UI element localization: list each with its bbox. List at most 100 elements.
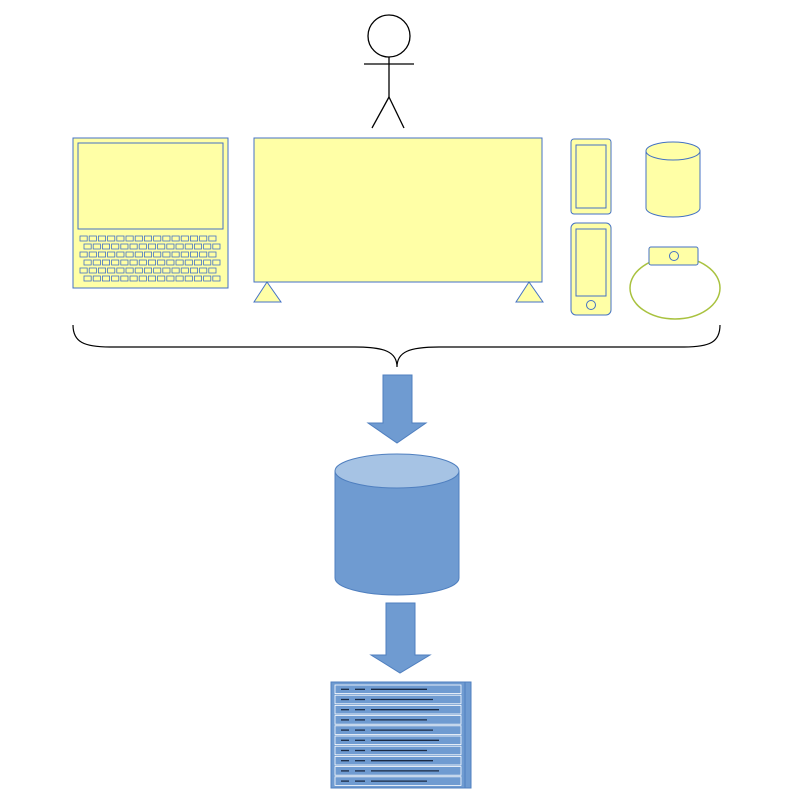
keyboard-key bbox=[92, 275, 101, 282]
keyboard-key bbox=[180, 251, 189, 258]
keyboard-key bbox=[175, 259, 184, 266]
keyboard-key bbox=[171, 251, 180, 258]
server-rack-units bbox=[334, 684, 462, 786]
curly-brace-icon bbox=[72, 324, 721, 368]
keyboard-key bbox=[180, 267, 189, 274]
keyboard-key bbox=[83, 275, 92, 282]
keyboard-key bbox=[111, 243, 120, 250]
keyboard-key bbox=[175, 275, 184, 282]
keyboard-key bbox=[129, 275, 138, 282]
keyboard-key bbox=[120, 275, 129, 282]
keyboard-key bbox=[125, 251, 134, 258]
keyboard-key bbox=[208, 251, 217, 258]
down-arrow-icon bbox=[369, 602, 432, 674]
smartphone-icon bbox=[570, 222, 612, 316]
keyboard-key bbox=[208, 235, 217, 242]
keyboard-key bbox=[147, 275, 156, 282]
keyboard-key bbox=[102, 259, 111, 266]
keyboard-key bbox=[125, 235, 134, 242]
keyboard-key bbox=[111, 275, 120, 282]
keyboard-key bbox=[138, 275, 147, 282]
database-cylinder-icon bbox=[334, 453, 460, 596]
keyboard-key bbox=[134, 235, 143, 242]
keyboard-key bbox=[107, 267, 116, 274]
keyboard-key bbox=[212, 243, 221, 250]
smartwatch-icon bbox=[629, 246, 721, 320]
keyboard-key bbox=[143, 251, 152, 258]
stick-figure-icon bbox=[364, 14, 414, 129]
keyboard-key bbox=[166, 259, 175, 266]
keyboard-key bbox=[134, 267, 143, 274]
keyboard-key bbox=[143, 267, 152, 274]
keyboard-key bbox=[147, 259, 156, 266]
keyboard-key bbox=[153, 235, 162, 242]
keyboard-key bbox=[199, 267, 208, 274]
keyboard-key bbox=[157, 243, 166, 250]
keyboard-key bbox=[208, 267, 217, 274]
keyboard-key bbox=[129, 243, 138, 250]
keyboard-key bbox=[162, 235, 171, 242]
keyboard-key bbox=[138, 259, 147, 266]
keyboard-key bbox=[212, 259, 221, 266]
keyboard-key bbox=[180, 235, 189, 242]
keyboard-key bbox=[184, 275, 193, 282]
keyboard-key bbox=[116, 251, 125, 258]
keyboard-key bbox=[166, 243, 175, 250]
keyboard-key bbox=[88, 235, 97, 242]
keyboard-key bbox=[88, 251, 97, 258]
keyboard-key bbox=[171, 235, 180, 242]
keyboard-key bbox=[107, 251, 116, 258]
keyboard-key bbox=[199, 251, 208, 258]
keyboard-key bbox=[107, 235, 116, 242]
keyboard-key bbox=[171, 267, 180, 274]
keyboard-key bbox=[162, 267, 171, 274]
keyboard-key bbox=[120, 243, 129, 250]
smart-speaker-icon bbox=[645, 141, 701, 218]
keyboard-key bbox=[193, 243, 202, 250]
keyboard-key bbox=[193, 259, 202, 266]
laptop-keyboard bbox=[79, 235, 221, 282]
keyboard-key bbox=[189, 267, 198, 274]
tablet-icon bbox=[570, 138, 612, 215]
keyboard-key bbox=[153, 251, 162, 258]
keyboard-key bbox=[116, 267, 125, 274]
keyboard-key bbox=[129, 259, 138, 266]
keyboard-key bbox=[138, 243, 147, 250]
keyboard-key bbox=[116, 235, 125, 242]
keyboard-key bbox=[79, 267, 88, 274]
keyboard-key bbox=[102, 243, 111, 250]
keyboard-key bbox=[134, 251, 143, 258]
keyboard-key bbox=[111, 259, 120, 266]
keyboard-key bbox=[83, 259, 92, 266]
keyboard-key bbox=[98, 251, 107, 258]
keyboard-key bbox=[203, 275, 212, 282]
keyboard-key bbox=[193, 275, 202, 282]
keyboard-key bbox=[157, 275, 166, 282]
keyboard-key bbox=[79, 235, 88, 242]
keyboard-key bbox=[212, 275, 221, 282]
keyboard-key bbox=[88, 267, 97, 274]
keyboard-key bbox=[143, 235, 152, 242]
keyboard-key bbox=[147, 243, 156, 250]
keyboard-key bbox=[92, 243, 101, 250]
keyboard-key bbox=[166, 275, 175, 282]
keyboard-key bbox=[162, 251, 171, 258]
keyboard-key bbox=[120, 259, 129, 266]
keyboard-key bbox=[184, 243, 193, 250]
keyboard-key bbox=[189, 251, 198, 258]
keyboard-key bbox=[184, 259, 193, 266]
keyboard-key bbox=[153, 267, 162, 274]
keyboard-key bbox=[199, 235, 208, 242]
keyboard-key bbox=[189, 235, 198, 242]
laptop-icon bbox=[72, 137, 229, 289]
keyboard-key bbox=[203, 243, 212, 250]
keyboard-key bbox=[125, 267, 134, 274]
keyboard-key bbox=[203, 259, 212, 266]
keyboard-key bbox=[83, 243, 92, 250]
keyboard-key bbox=[98, 235, 107, 242]
keyboard-key bbox=[98, 267, 107, 274]
keyboard-key bbox=[92, 259, 101, 266]
keyboard-key bbox=[157, 259, 166, 266]
keyboard-key bbox=[79, 251, 88, 258]
